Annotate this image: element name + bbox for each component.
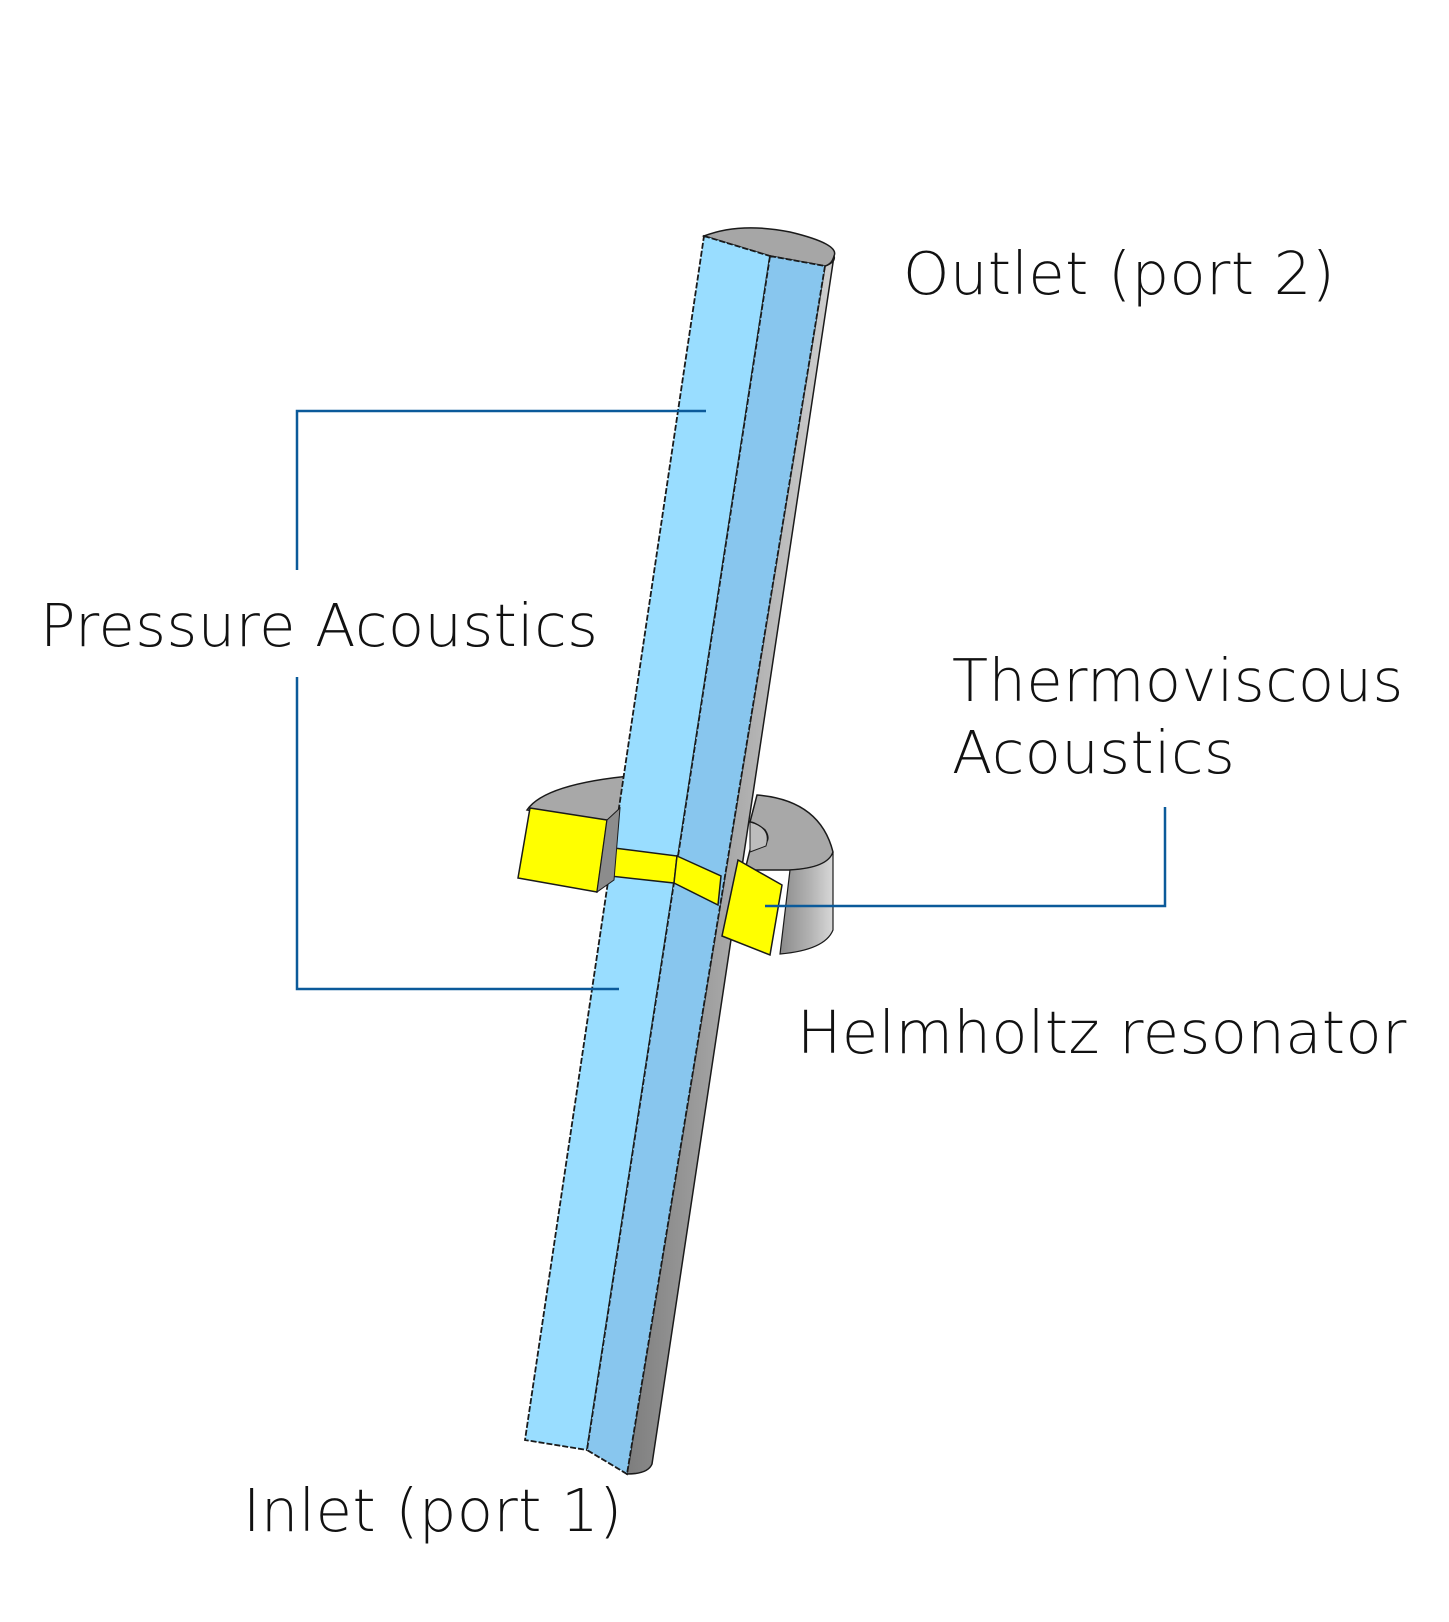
helmholtz-resonator-label: Helmholtz resonator (797, 998, 1407, 1067)
thermoviscous-label-line1: Thermoviscous (952, 646, 1404, 715)
thermoviscous-band-side (673, 854, 722, 907)
main-pipe (523, 227, 836, 1476)
resonator-ring-side-right (779, 851, 834, 955)
thermoviscous-acoustics-label: Thermoviscous Acoustics (952, 645, 1404, 789)
thermoviscous-cavity-left (517, 807, 608, 893)
leader-lines (295, 409, 1167, 991)
leader-pressure-lower (295, 677, 619, 991)
thermoviscous-cavity-right (721, 858, 783, 957)
resonator-block-left-side (596, 806, 621, 894)
pipe-side-face (586, 254, 827, 1476)
thermoviscous-domain (517, 806, 783, 957)
thermoviscous-label-line2: Acoustics (952, 718, 1236, 787)
leader-pressure-upper (295, 409, 706, 570)
leader-thermoviscous (765, 807, 1167, 908)
inlet-label: Inlet (port 1) (243, 1476, 623, 1545)
outlet-label: Outlet (port 2) (903, 239, 1336, 308)
pressure-acoustics-label: Pressure Acoustics (40, 591, 599, 660)
resonator-inner-hole (749, 821, 768, 853)
pipe-top-cap (701, 227, 836, 267)
